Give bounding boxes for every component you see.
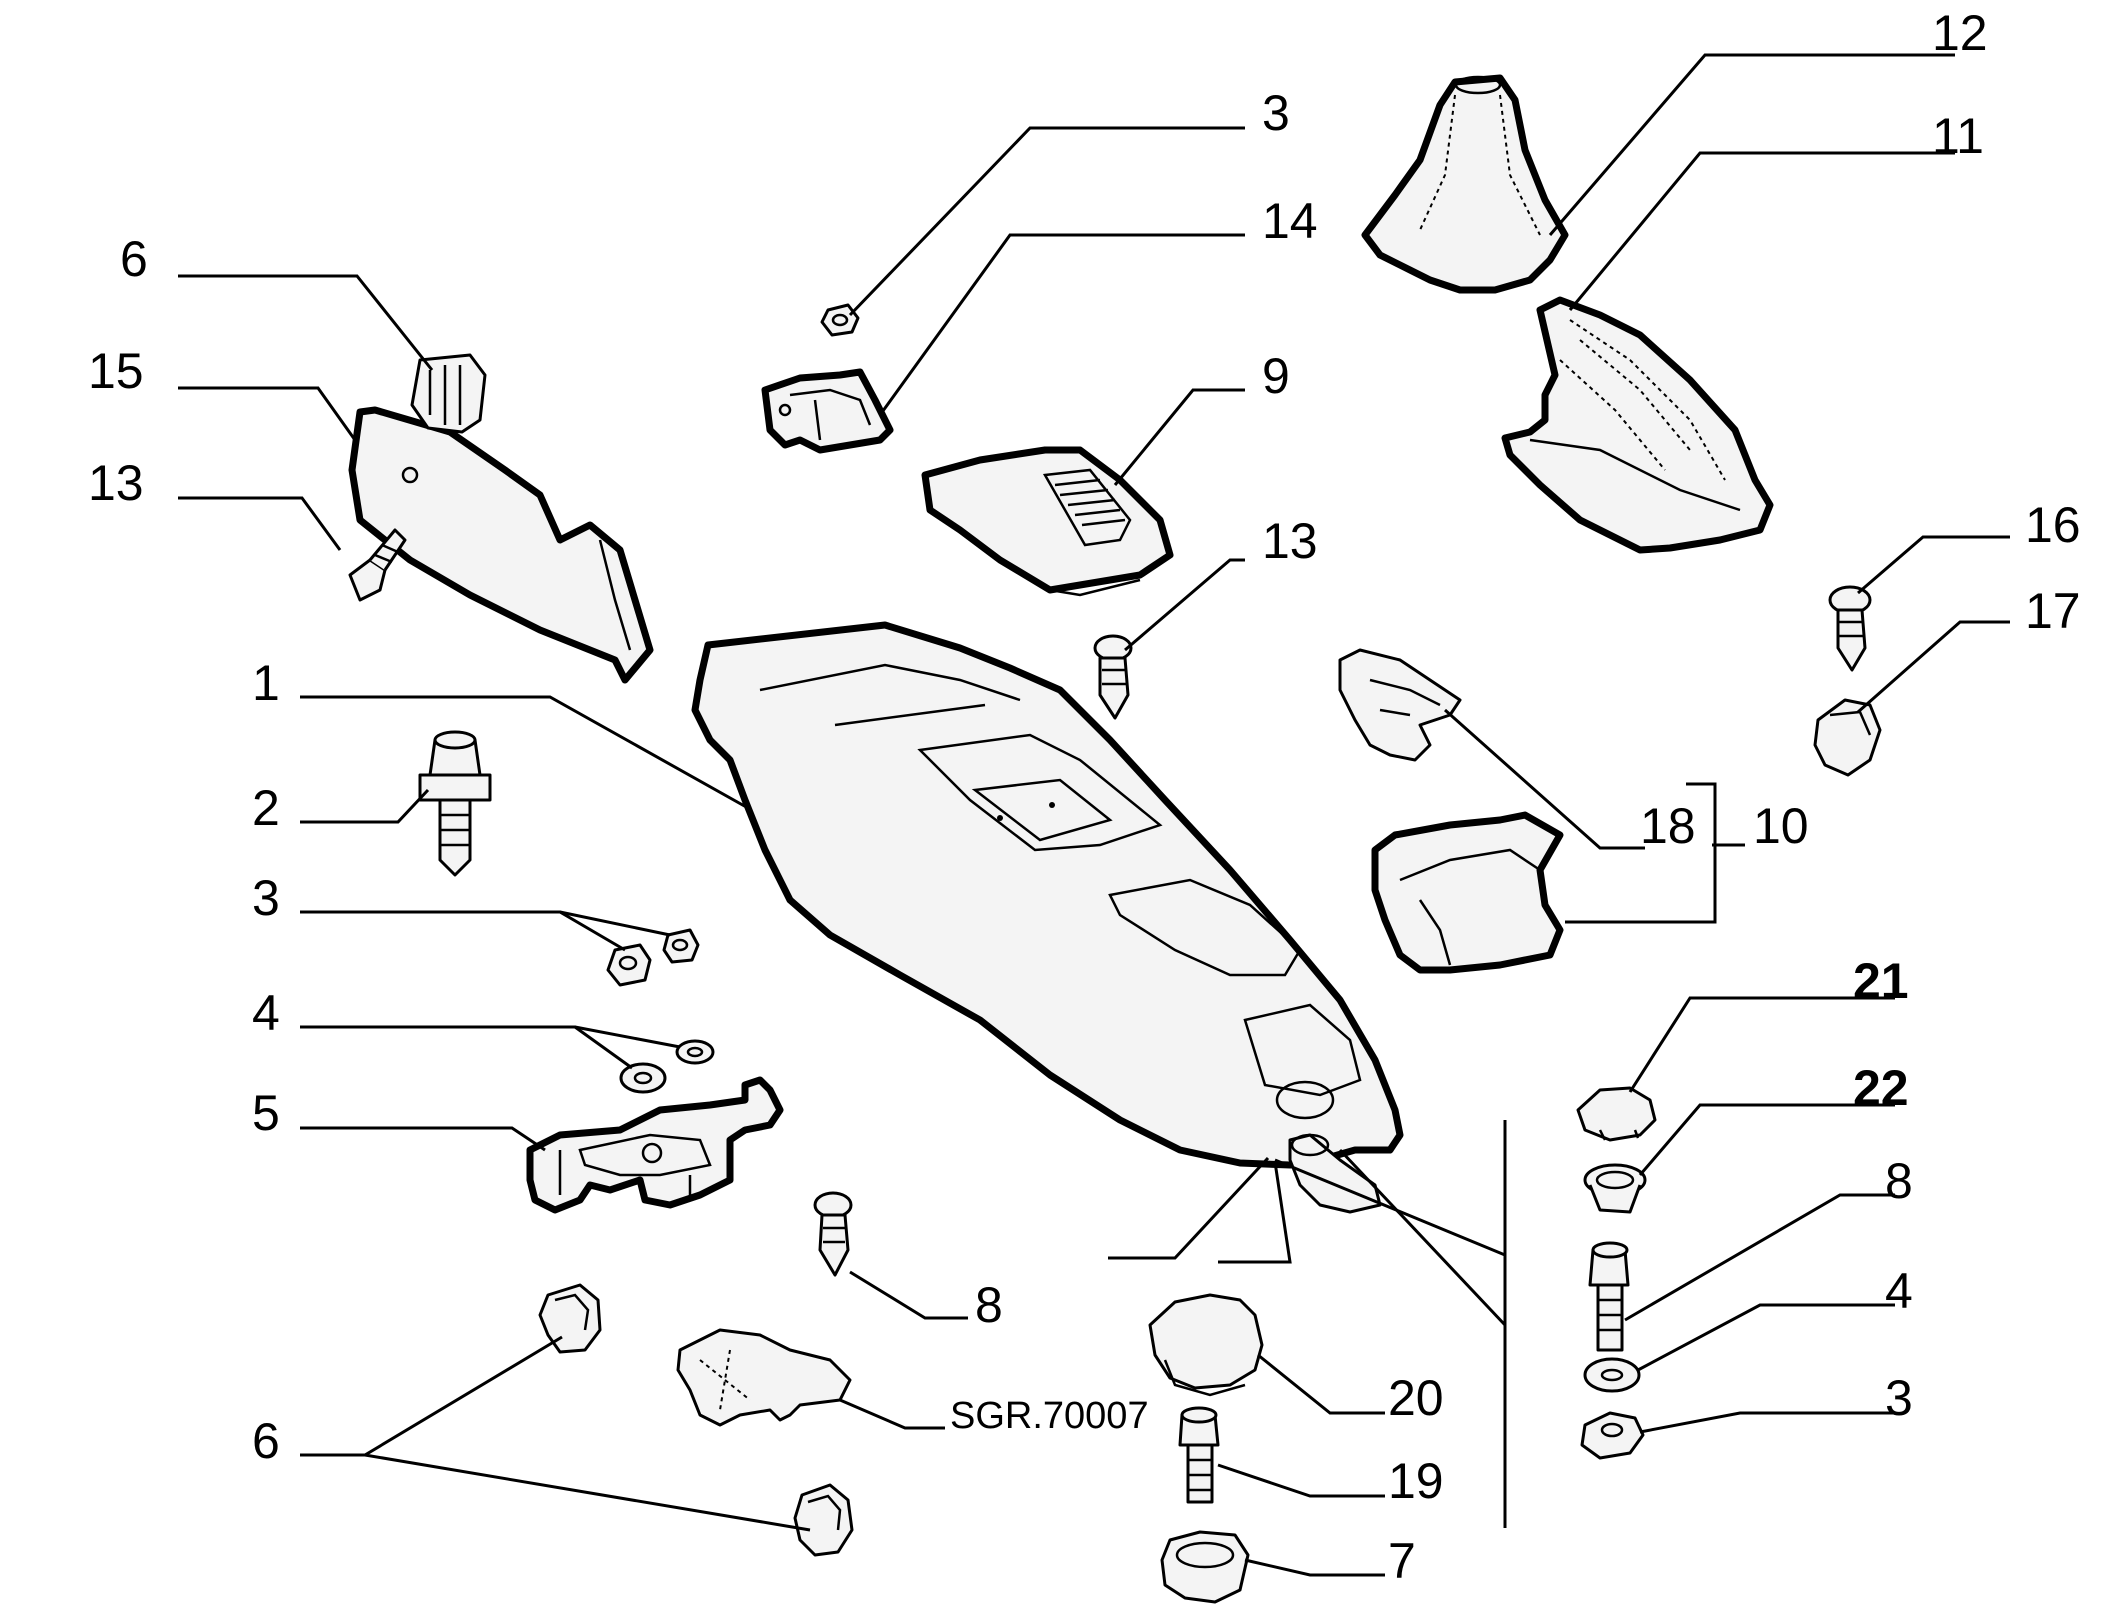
bracket-part-14: [761, 368, 894, 454]
nut-part-3-left-b: [662, 928, 700, 964]
gear-boot-part-12: [1361, 74, 1569, 294]
clip-part-18: [1338, 648, 1462, 762]
callout-8-mid: 8: [975, 1277, 1003, 1333]
plug-part-20: [1148, 1293, 1264, 1397]
callout-4-right: 4: [1885, 1263, 1913, 1319]
nut-part-3-top: [820, 303, 860, 337]
nut-part-3-left-a: [606, 943, 652, 987]
callout-11: 11: [1932, 108, 1984, 164]
callout-20: 20: [1388, 1370, 1444, 1426]
washer-part-4-right: [1583, 1357, 1641, 1393]
callout-7: 7: [1388, 1533, 1416, 1589]
shifter-surround-part-11: [1501, 296, 1774, 554]
nut-part-3-right: [1580, 1411, 1645, 1460]
screw-part-8-mid: [813, 1191, 853, 1277]
callout-5: 5: [252, 1085, 280, 1141]
callout-22: 22: [1853, 1060, 1909, 1116]
callout-6-top: 6: [120, 231, 148, 287]
clip-part-17: [1813, 698, 1882, 777]
callout-6-bottom: 6: [252, 1413, 280, 1469]
callout-21: 21: [1853, 953, 1909, 1009]
side-trim-panel-part-15: [348, 406, 654, 684]
grommet-part-22: [1583, 1163, 1647, 1214]
clip-part-6-bottom-b: [793, 1483, 854, 1557]
armrest-cushion-part-10: [1371, 811, 1564, 974]
screw-part-16: [1828, 585, 1872, 672]
callout-13-left: 13: [88, 455, 144, 511]
callout-18: 18: [1640, 798, 1696, 854]
callout-2: 2: [252, 780, 280, 836]
reference-code: SGR.70007: [950, 1395, 1149, 1437]
leader-lines: [178, 53, 2010, 1577]
cap-part-21: [1576, 1086, 1657, 1142]
callout-3-top: 3: [1262, 85, 1290, 141]
callout-8-right: 8: [1885, 1153, 1913, 1209]
bolt-part-19: [1178, 1406, 1220, 1504]
callout-labels: 6 15 13 1 2 3 4 5 6 8 SGR.70007 3 14 9 1…: [88, 5, 2081, 1589]
callout-13-mid: 13: [1262, 513, 1318, 569]
callout-10: 10: [1753, 798, 1809, 854]
clip-part-6-bottom-a: [538, 1283, 602, 1354]
cover-part-9: [921, 446, 1174, 597]
callout-1: 1: [252, 655, 280, 711]
reference-part-sgr70007: [676, 1328, 852, 1427]
callout-4-left: 4: [252, 985, 280, 1041]
callout-9: 9: [1262, 348, 1290, 404]
clip-part-6-top: [410, 353, 487, 434]
screw-part-13-mid: [1093, 634, 1133, 720]
grommet-part-7: [1160, 1530, 1250, 1604]
callout-19: 19: [1388, 1453, 1444, 1509]
callout-16: 16: [2025, 497, 2081, 553]
callout-3-right: 3: [1885, 1370, 1913, 1426]
washer-part-4-left-a: [619, 1062, 667, 1094]
washer-part-4-left-b: [675, 1039, 715, 1065]
callout-3-left: 3: [252, 870, 280, 926]
bolt-part-8-right: [1588, 1241, 1630, 1352]
callout-14: 14: [1262, 193, 1318, 249]
center-console-part-1: [691, 621, 1404, 1169]
bolt-part-2: [418, 730, 492, 877]
callout-17: 17: [2025, 583, 2081, 639]
callout-12: 12: [1932, 5, 1988, 61]
bracket-part-5: [526, 1076, 784, 1214]
callout-15: 15: [88, 343, 144, 399]
screw-part-13-left: [348, 528, 407, 602]
